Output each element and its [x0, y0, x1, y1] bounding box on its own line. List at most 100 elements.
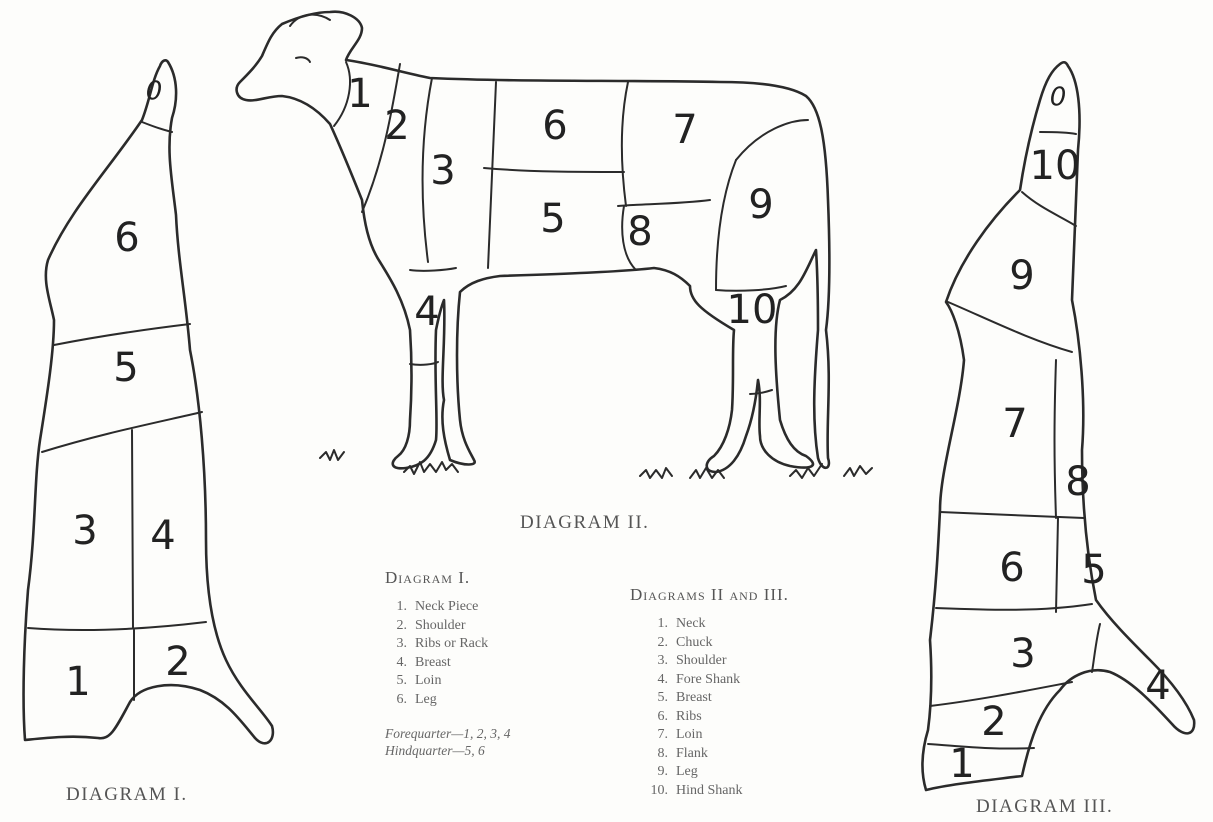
diagram-1-label-5: 5: [113, 345, 138, 391]
legend-2-item: 8.Flank: [646, 745, 789, 764]
legend-2-item-number: 6.: [646, 708, 668, 727]
legend-1-item-text: Breast: [415, 655, 451, 670]
legend-1-quarters: Forequarter—1, 2, 3, 4 Hindquarter—5, 6: [385, 725, 511, 759]
legend-1-item: 4. Breast: [385, 654, 511, 673]
diagram-2-label-3: 3: [430, 148, 455, 194]
legend-2-item-number: 4.: [646, 671, 668, 690]
legend-2-item-text: Hind Shank: [676, 783, 743, 798]
legend-2-item-text: Chuck: [676, 635, 713, 650]
diagram-2-line-7-9: [736, 120, 808, 160]
diagram-3-line-0-10: [1040, 132, 1076, 134]
legend-1-item: 5. Loin: [385, 672, 511, 691]
legend-2-item-number: 8.: [646, 745, 668, 764]
legend-1-item-text: Shoulder: [415, 618, 466, 633]
legend-2-item-text: Neck: [676, 616, 706, 631]
hindquarter-note: Hindquarter—5, 6: [385, 742, 511, 759]
legend-2-item-number: 1.: [646, 615, 668, 634]
legend-1-item: 1. Neck Piece: [385, 598, 511, 617]
diagram-3-label-4: 4: [1145, 663, 1170, 709]
legend-2-item-number: 7.: [646, 726, 668, 745]
legend-1-item-number: 3.: [385, 635, 407, 654]
legend-2-item: 10. Hind Shank: [646, 782, 789, 801]
diagram-2-line-5-8: [618, 200, 710, 206]
legend-2-item-text: Leg: [676, 764, 698, 779]
diagram-2-line-9-left: [716, 160, 736, 290]
diagram-3-carcass: 0 10 9 7 8 6 5 3 4 2 1: [922, 62, 1194, 790]
legend-diagram-1: Diagram I. 1. Neck Piece 2.Shoulder 3.Rib…: [385, 568, 511, 759]
diagram-2-line-4-top: [410, 268, 456, 271]
diagram-2-calf: 1 2 3 4 5 6 7 8 9 10: [237, 12, 872, 478]
diagram-2-grass-right: [640, 464, 872, 478]
diagram-2-label-6: 6: [542, 103, 567, 149]
diagram-1-caption: DIAGRAM I.: [66, 784, 188, 806]
diagram-3-label-6: 6: [999, 545, 1024, 591]
legend-diagrams-2-3: Diagrams II and III. 1. Neck 2. Chuck 3. Sh…: [630, 585, 789, 800]
diagram-2-label-1: 1: [347, 71, 372, 117]
diagram-1-outline: [24, 60, 273, 743]
diagram-3-label-10: 10: [1030, 143, 1081, 189]
legend-2-item-text: Ribs: [676, 709, 702, 724]
diagram-1-line-5-34: [42, 412, 202, 452]
diagram-1-label-4: 4: [150, 513, 175, 559]
legend-2-item-text: Breast: [676, 690, 712, 705]
diagram-3-line-9-78: [948, 302, 1072, 352]
legend-diagrams-2-3-list: 1. Neck 2. Chuck 3. Shoulder 4. Fore Shank 5…: [646, 615, 789, 800]
legend-2-item: 4. Fore Shank: [646, 671, 789, 690]
diagram-2-eye: [296, 57, 310, 62]
diagram-3-label-5: 5: [1081, 547, 1106, 593]
legend-diagram-1-list: 1. Neck Piece 2.Shoulder 3.Ribs or Rack 4…: [385, 598, 511, 709]
legend-2-item: 3. Shoulder: [646, 652, 789, 671]
diagram-1-carcass: 0 6 5 3 4 1 2: [24, 60, 273, 743]
diagram-3-label-3: 3: [1010, 631, 1035, 677]
diagram-2-label-4: 4: [414, 289, 439, 335]
legend-1-item: 6.Leg: [385, 691, 511, 710]
diagram-3-line-3-4: [1092, 624, 1100, 672]
legend-1-item-number: 5.: [385, 672, 407, 691]
legend-2-item-number: 2.: [646, 634, 668, 653]
diagram-3-label-0: 0: [1050, 83, 1067, 113]
legend-2-item-number: 5.: [646, 689, 668, 708]
diagram-1-line-34-12: [28, 622, 206, 630]
diagram-3-line-6-5: [1056, 518, 1058, 612]
diagram-1-line-0: [142, 122, 172, 132]
legend-1-item-number: 4.: [385, 654, 407, 673]
diagram-3-label-2: 2: [981, 699, 1006, 745]
diagram-2-line-10-bottom: [750, 390, 772, 394]
legend-2-item: 6. Ribs: [646, 708, 789, 727]
diagram-2-line-shoulder: [488, 82, 496, 268]
legend-1-item-text: Neck Piece: [415, 599, 478, 614]
legend-1-item-text: Loin: [415, 673, 441, 688]
diagram-3-line-7-8: [1055, 360, 1057, 518]
diagram-2-label-2: 2: [384, 103, 409, 149]
diagram-3-label-8: 8: [1065, 459, 1090, 505]
diagram-3-label-1: 1: [949, 741, 974, 787]
legend-2-item: 5. Breast: [646, 689, 789, 708]
legend-diagram-1-title: Diagram I.: [385, 568, 511, 588]
diagram-1-line-3-4: [132, 430, 133, 628]
legend-2-item-text: Shoulder: [676, 653, 727, 668]
diagram-3-label-7: 7: [1002, 401, 1027, 447]
diagram-2-line-4-bottom: [410, 362, 438, 365]
legend-1-item-number: 6.: [385, 691, 407, 710]
diagram-1-line-6-5: [54, 324, 190, 345]
diagram-1-label-1: 1: [65, 659, 90, 705]
legend-1-item: 2.Shoulder: [385, 617, 511, 636]
legend-2-item-number: 10.: [646, 782, 668, 801]
legend-2-item-number: 3.: [646, 652, 668, 671]
diagram-1-label-3: 3: [72, 508, 97, 554]
legend-2-item: 7.Loin: [646, 726, 789, 745]
diagram-3-caption: DIAGRAM III.: [976, 796, 1113, 818]
legend-1-item-number: 1.: [385, 598, 407, 617]
legend-2-item-text: Fore Shank: [676, 672, 740, 687]
diagram-2-label-9: 9: [748, 182, 773, 228]
diagram-2-label-8: 8: [627, 209, 652, 255]
legend-1-item: 3.Ribs or Rack: [385, 635, 511, 654]
legend-2-item: 9.Leg: [646, 763, 789, 782]
diagram-2-caption: DIAGRAM II.: [520, 512, 649, 534]
legend-2-item: 2. Chuck: [646, 634, 789, 653]
diagram-2-line-6-5: [484, 168, 624, 172]
diagram-2-label-5: 5: [540, 196, 565, 242]
legend-diagrams-2-3-title: Diagrams II and III.: [630, 585, 789, 605]
